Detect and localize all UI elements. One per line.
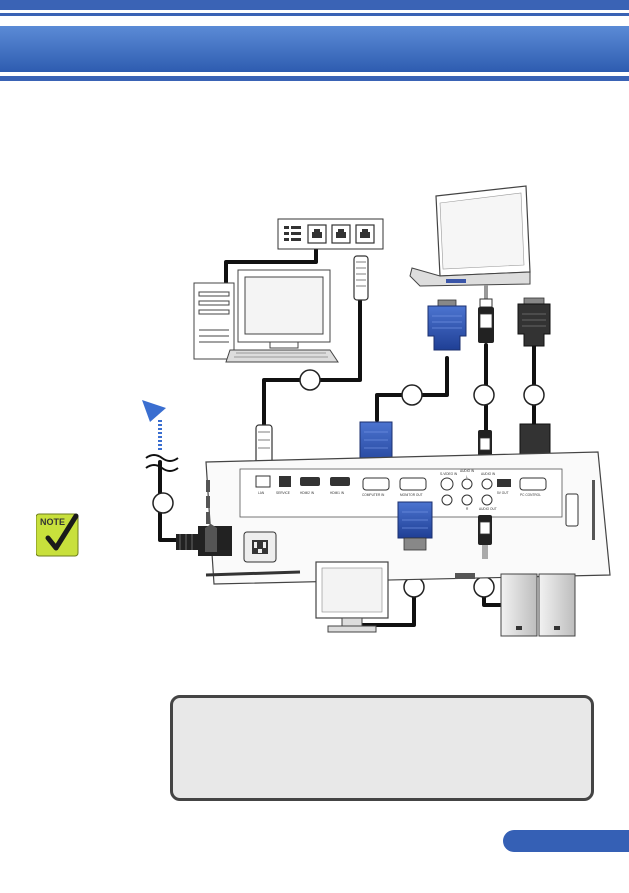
lan-wall-plate	[277, 218, 384, 250]
hdmi2-port	[300, 477, 320, 486]
hdmi1-port	[330, 477, 350, 486]
vga-connector-top	[427, 299, 467, 351]
hdmi1-label: HDMI1 IN	[330, 491, 345, 495]
left-channel-label: L	[466, 475, 468, 479]
lan-plug-top	[353, 255, 369, 301]
callout-circle-rs232	[523, 384, 545, 406]
callout-circle-lan	[299, 369, 321, 391]
note-box	[170, 695, 594, 801]
audio-l-port	[461, 478, 473, 490]
top-rule	[0, 13, 629, 16]
pc-control-port	[519, 477, 547, 491]
monitor-out-label: MONITOR OUT	[400, 493, 423, 497]
speakers	[500, 573, 576, 637]
ac-wave-icon	[145, 454, 179, 472]
service-port	[279, 476, 291, 487]
monitor-out-port	[399, 477, 427, 491]
video-port	[441, 494, 453, 506]
page-number-tab	[503, 830, 629, 852]
top-bar	[0, 0, 629, 10]
audio-in-label: AUDIO IN	[481, 472, 496, 476]
audio-in-port	[481, 478, 493, 490]
vga-connector-monitor	[397, 501, 433, 551]
projector-vent-right	[565, 480, 595, 540]
pc-control-label: PC CONTROL	[520, 493, 541, 497]
laptop	[409, 185, 531, 287]
svideo-port	[440, 477, 454, 491]
lan-port	[255, 475, 271, 488]
rs232-connector-top	[517, 297, 551, 347]
desktop-pc	[193, 269, 339, 363]
callout-circle-audio-in	[473, 384, 495, 406]
dc-out-label: 5V OUT	[497, 491, 509, 495]
power-plug	[176, 524, 232, 556]
note-icon: NOTE	[35, 508, 84, 558]
callout-circle-audio-out	[473, 576, 495, 598]
audio-r-port	[461, 494, 473, 506]
right-channel-label: R	[466, 507, 469, 511]
dc-out-port	[497, 479, 511, 487]
audio-plug-top	[478, 285, 494, 343]
audio-plug-bottom	[478, 515, 492, 559]
projector-body: LAN SERVICE HDMI2 IN HDMI1 IN COMPUTER I…	[205, 451, 611, 585]
audio-in-lr-label: AUDIO IN	[460, 469, 475, 473]
audio-out-port	[481, 494, 493, 506]
header-rule	[0, 76, 629, 81]
audio-out-label: AUDIO OUT	[479, 507, 497, 511]
note-label: NOTE	[40, 517, 65, 527]
computer-in-label: COMPUTER IN	[362, 493, 385, 497]
header-band	[0, 26, 629, 72]
service-label: SERVICE	[276, 491, 290, 495]
callout-circle-power	[152, 492, 174, 514]
hdmi2-label: HDMI2 IN	[300, 491, 315, 495]
callout-circle-vga	[401, 384, 423, 406]
power-cable	[158, 460, 182, 542]
to-outlet-arrow-icon	[142, 400, 166, 450]
network-hub-icon	[284, 226, 301, 241]
lan-label: LAN	[258, 491, 265, 495]
external-monitor	[315, 561, 389, 633]
svideo-label: S-VIDEO IN	[440, 472, 458, 476]
computer-in-port	[362, 477, 390, 491]
callout-circles	[152, 369, 545, 598]
